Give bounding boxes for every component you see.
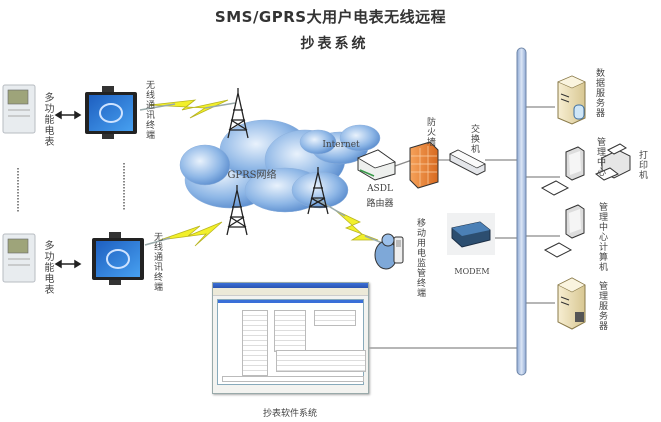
software-titlebar — [213, 283, 368, 288]
switch-label: 交换机 — [469, 124, 479, 154]
lightning-top-terminal — [149, 99, 229, 119]
monitor-icon — [540, 146, 585, 196]
meter-reading-software-screenshot — [212, 282, 369, 394]
gprs-network-label: GPRS网络 — [227, 170, 277, 181]
switch-icon — [449, 149, 486, 176]
mobile-terminal-label: 移动用电监管终端 — [415, 218, 425, 298]
lightning-mobile-terminal — [334, 209, 379, 241]
router-icon — [357, 149, 396, 181]
wireless-terminal-icon — [85, 86, 137, 139]
software-caption: 抄表软件系统 — [262, 409, 317, 419]
diagram-title-line2: 抄表系统 — [300, 36, 369, 52]
router-label-line1: ASDL — [367, 184, 393, 194]
terminal-top-label: 无线通讯终端 — [144, 80, 154, 140]
tower-icon — [307, 167, 329, 215]
data-server-label: 数据服务器 — [594, 68, 604, 118]
firewall-icon — [409, 141, 439, 189]
management-center-label: 管理中心 — [595, 137, 605, 177]
data-server-icon — [557, 75, 586, 125]
tower-icon — [227, 88, 249, 139]
diagram-title-line1: SMS/GPRS大用户电表无线远程 — [214, 8, 447, 26]
internet-label: Internet — [322, 140, 360, 150]
gprs-cloud — [179, 119, 349, 213]
management-server-icon — [557, 277, 586, 330]
router-label-line2: 路由器 — [366, 199, 394, 209]
mobile-monitor-icon — [374, 233, 404, 270]
printer-icon — [595, 143, 631, 181]
tower-icon — [226, 185, 248, 236]
electric-meter-icon — [2, 84, 36, 134]
management-server-label: 管理服务器 — [597, 281, 607, 331]
meter-bottom-label: 多功能电表 — [42, 240, 53, 295]
software-window — [217, 299, 366, 385]
electric-meter-icon — [2, 233, 36, 283]
software-toolbar — [213, 288, 368, 296]
monitor-icon — [543, 204, 585, 258]
printer-label: 打印机 — [637, 150, 647, 180]
firewall-label: 防火墙 — [425, 117, 435, 147]
lightning-bottom-terminal — [159, 221, 223, 247]
internet-cloud — [299, 124, 381, 165]
modem-label: MODEM — [454, 267, 490, 276]
modem-icon — [447, 213, 495, 255]
wireless-terminal-icon — [92, 232, 144, 285]
network-bus — [516, 47, 527, 376]
router-to-firewall-line — [394, 159, 413, 167]
meter-top-label: 多功能电表 — [42, 92, 53, 147]
terminal-bottom-label: 无线通讯终端 — [152, 232, 162, 292]
management-computer-label: 管理中心计算机 — [597, 202, 607, 272]
